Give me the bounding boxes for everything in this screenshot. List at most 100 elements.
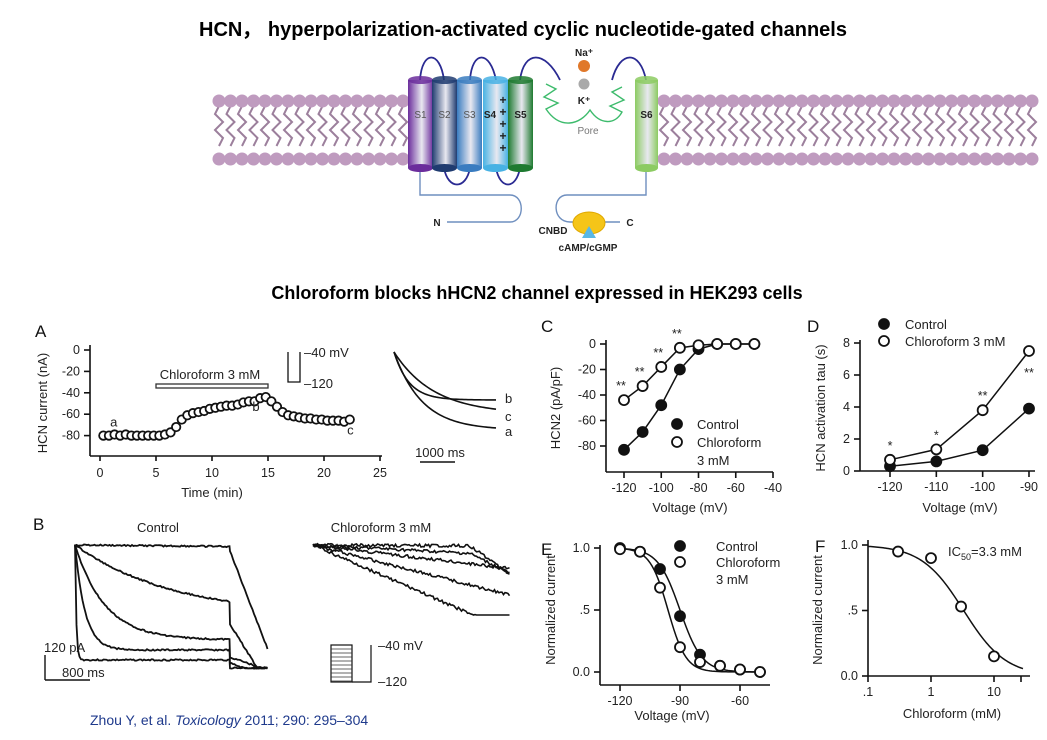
panel-label: C — [541, 317, 553, 336]
pore-label: Pore — [577, 126, 599, 137]
lipid-tail — [819, 105, 831, 147]
lipid-head — [657, 94, 671, 108]
helix-bottom — [483, 164, 508, 172]
data-point — [892, 545, 904, 558]
lipid-head — [669, 94, 682, 108]
lipid-head — [1014, 152, 1027, 166]
lipid-head — [899, 94, 912, 108]
lipid-head — [327, 94, 341, 108]
current-trace — [393, 351, 497, 410]
helix-s3: S3 — [457, 76, 482, 172]
helix-s2: S2 — [432, 76, 457, 172]
chloroform-current-trace — [312, 543, 510, 616]
y-tick-label: -80 — [62, 429, 80, 443]
lipid-tail — [842, 105, 854, 147]
lipid-tail — [248, 105, 259, 147]
x-tick-label: 15 — [261, 466, 275, 480]
n-terminus-label: N — [433, 218, 440, 229]
data-point — [171, 421, 182, 433]
y-tick-label: 0.0 — [841, 669, 858, 683]
lipid-head — [922, 152, 935, 166]
lipid-head — [373, 152, 387, 166]
helix-label: S6 — [640, 110, 653, 121]
y-tick-label: 1.0 — [841, 538, 858, 552]
lipid-head — [726, 94, 740, 108]
lipid-tail — [946, 105, 957, 147]
lipid-head — [235, 94, 249, 108]
lipid-head — [270, 152, 283, 166]
data-point — [674, 641, 686, 654]
significance-marker: ** — [616, 379, 626, 393]
y-axis-label: HCN2 (pA/pF) — [548, 367, 563, 449]
c-terminal-tail — [555, 168, 647, 223]
lipid-head — [910, 152, 924, 166]
lipid-head — [876, 94, 889, 108]
current-trace — [393, 351, 497, 429]
lipid-head — [247, 152, 260, 166]
lipid-head — [281, 152, 295, 166]
helix-body — [432, 80, 457, 168]
helix-top — [408, 76, 433, 84]
helix-bottom — [432, 164, 457, 172]
lipid-tail — [305, 105, 317, 147]
lipid-head — [853, 152, 866, 166]
lipid-head — [680, 152, 694, 166]
ligand-label: cAMP/cGMP — [559, 243, 618, 254]
lipid-head — [749, 94, 763, 108]
helix-label: S5 — [514, 110, 527, 121]
control-current-trace — [74, 545, 268, 670]
x-axis-label: Chloroform (mM) — [903, 706, 1001, 721]
helix-label: S4 — [484, 110, 497, 121]
helix-top — [483, 76, 508, 84]
lipid-head — [830, 152, 843, 166]
helix-top — [457, 76, 482, 84]
lipid-head — [933, 152, 947, 166]
lipid-head — [945, 94, 958, 108]
legend-label: Control — [697, 417, 739, 432]
x-tick-label: -60 — [727, 481, 745, 495]
lipid-head — [887, 152, 901, 166]
y-tick-label: 1.0 — [573, 541, 590, 555]
lipid-head — [749, 152, 763, 166]
data-point — [694, 656, 706, 668]
x-tick-label: 0 — [97, 466, 104, 480]
data-point — [976, 444, 989, 457]
s4-charge-icon: + — [499, 129, 506, 143]
x-axis-label: Time (min) — [181, 485, 243, 500]
panel-label: E — [541, 540, 552, 559]
data-point — [636, 380, 649, 392]
lipid-head — [350, 94, 364, 108]
ic50-prefix: IC — [948, 544, 961, 559]
helix-label: S2 — [438, 110, 451, 121]
data-point — [634, 545, 646, 558]
hill-fit — [867, 545, 1024, 670]
lipid-head — [991, 94, 1004, 108]
lipid-head — [818, 152, 832, 166]
data-point — [618, 443, 630, 456]
helix-body — [408, 80, 433, 168]
trace-label: a — [505, 424, 513, 439]
data-point — [1023, 345, 1035, 357]
potassium-ion — [578, 78, 590, 90]
x-tick-label: 25 — [373, 466, 387, 480]
lipid-head — [350, 152, 364, 166]
helix-s5: S5 — [508, 76, 533, 172]
lipid-tail — [934, 105, 946, 147]
lipid-head — [1025, 94, 1039, 108]
helix-top — [635, 76, 658, 84]
lipid-head — [362, 152, 375, 166]
x-tick-label: -90 — [671, 694, 689, 708]
y-tick-label: -20 — [578, 363, 596, 377]
lipid-head — [991, 152, 1004, 166]
lipid-head — [258, 152, 272, 166]
lipid-head — [968, 152, 981, 166]
lipid-head — [316, 152, 329, 166]
y-tick-label: -60 — [578, 414, 596, 428]
lipid-tail — [351, 105, 363, 147]
lipid-head — [968, 94, 981, 108]
helix-top — [508, 76, 533, 84]
x-tick-label: -100 — [649, 481, 674, 495]
lipid-head — [818, 94, 832, 108]
series-line — [889, 408, 1030, 467]
